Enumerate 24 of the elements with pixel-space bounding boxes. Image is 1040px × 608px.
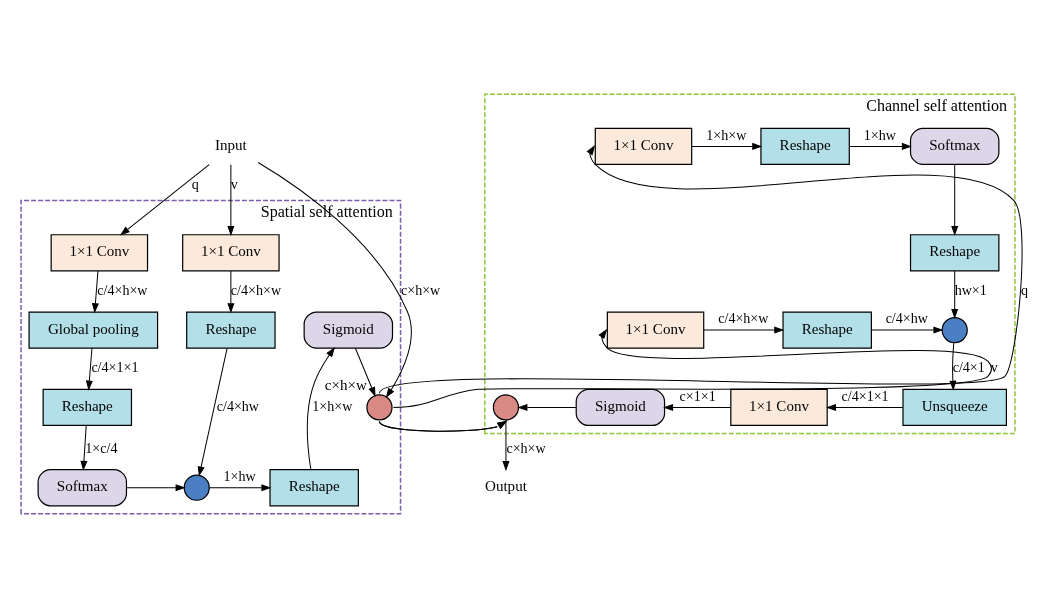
edge-label: 1×c/4 [84,439,117,456]
edge-label: c×h×w [400,282,440,299]
edge-label: 1×h×w [705,126,746,143]
node-text: Input [214,136,247,153]
edge-label: c×1×1 [679,387,716,404]
edge-label: c/4×1×1 [90,359,138,376]
edge-label: c×h×w [505,439,546,456]
edge-label: q [1020,282,1028,299]
edge-label: c/4×hw [885,310,928,327]
edge-label: c/4×h×w [717,310,768,327]
edge-label: c/4×1 [952,359,985,376]
edge-label: 1×h×w [311,398,352,415]
edge-label: hw×1 [954,282,987,299]
edge-label: c/4×hw [216,398,259,415]
edge-label: v [990,359,998,376]
edge-label: c/4×1×1 [841,387,889,404]
edge-label: 1×hw [863,126,896,143]
node-text: Output [484,478,527,495]
node-label: c×h×w [324,376,367,393]
edge-label: v [230,175,238,192]
edge-label: c/4×h×w [96,282,148,299]
edge-label: c/4×h×w [230,282,281,299]
edge-label: q [191,175,199,192]
edge-label: 1×hw [223,467,256,484]
